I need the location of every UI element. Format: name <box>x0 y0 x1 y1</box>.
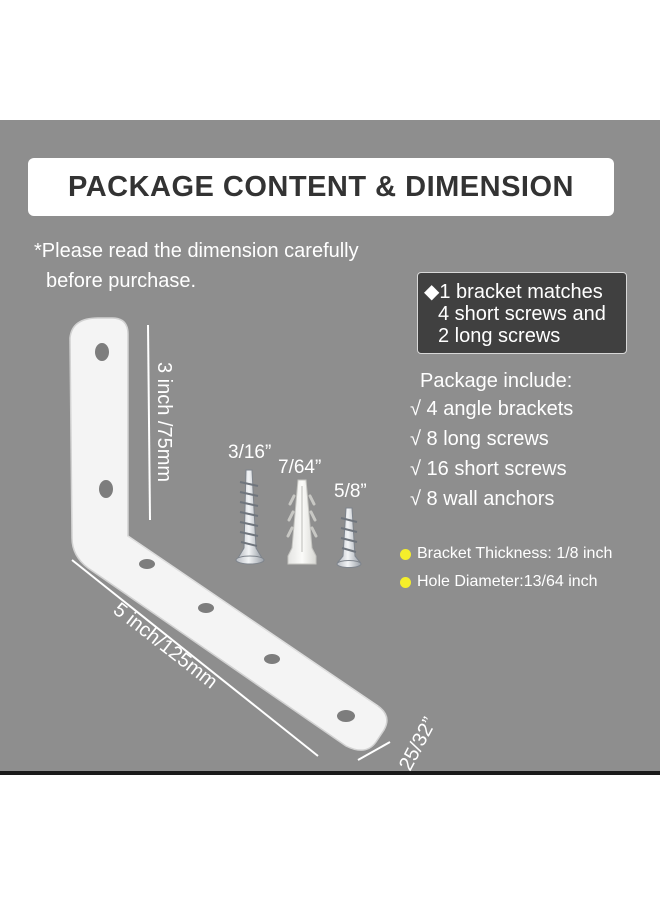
wall-anchor-image <box>286 479 318 565</box>
height-dimension-line <box>147 324 151 521</box>
spec-thickness: Bracket Thickness: 1/8 inch <box>400 545 612 563</box>
bracket-hole <box>95 343 109 361</box>
match-line-3: 2 long screws <box>438 325 561 347</box>
package-heading: Package include: <box>420 370 573 392</box>
long-screw-label: 3/16” <box>228 442 271 463</box>
width-dimension-label: 25/32” <box>395 714 441 774</box>
long-screw-image <box>235 469 265 565</box>
note-line-2: before purchase. <box>46 270 197 292</box>
bullet-dot-icon <box>400 576 411 588</box>
note-line-1: *Please read the dimension carefully <box>34 240 359 262</box>
package-list: Package include: √ 4 angle brackets √ 8 … <box>410 368 573 514</box>
package-item: √ 4 angle brackets <box>410 398 574 420</box>
match-line-2: 4 short screws and <box>438 303 606 325</box>
title-banner: PACKAGE CONTENT & DIMENSION <box>28 158 614 216</box>
height-dimension-label: 3 inch /75mm <box>153 362 175 482</box>
short-screw-image <box>336 507 362 568</box>
page-title: PACKAGE CONTENT & DIMENSION <box>68 170 574 203</box>
match-line-1: ◆1 bracket matches <box>424 281 603 303</box>
package-item: √ 8 wall anchors <box>410 488 555 510</box>
width-dimension-line <box>357 741 391 761</box>
bracket-hole <box>264 654 280 664</box>
bracket-hole <box>99 480 113 498</box>
package-item: √ 16 short screws <box>410 458 567 480</box>
anchor-label: 7/64” <box>278 457 321 478</box>
package-item: √ 8 long screws <box>410 428 549 450</box>
short-screw-label: 5/8” <box>334 481 367 502</box>
bracket-hole <box>198 603 214 613</box>
purchase-note: *Please read the dimension carefully bef… <box>34 236 414 296</box>
bracket-hole <box>337 710 355 722</box>
panel-bottom-border <box>0 771 660 775</box>
bracket-match-box: ◆1 bracket matches 4 short screws and 2 … <box>417 272 627 354</box>
spec-hole-text: Hole Diameter:13/64 inch <box>417 573 598 590</box>
spec-hole: Hole Diameter:13/64 inch <box>400 573 598 591</box>
length-dimension-line <box>71 559 319 757</box>
angle-bracket-image <box>69 317 388 751</box>
spec-thickness-text: Bracket Thickness: 1/8 inch <box>417 545 613 562</box>
bracket-hole <box>139 559 155 569</box>
bullet-dot-icon <box>400 548 411 560</box>
